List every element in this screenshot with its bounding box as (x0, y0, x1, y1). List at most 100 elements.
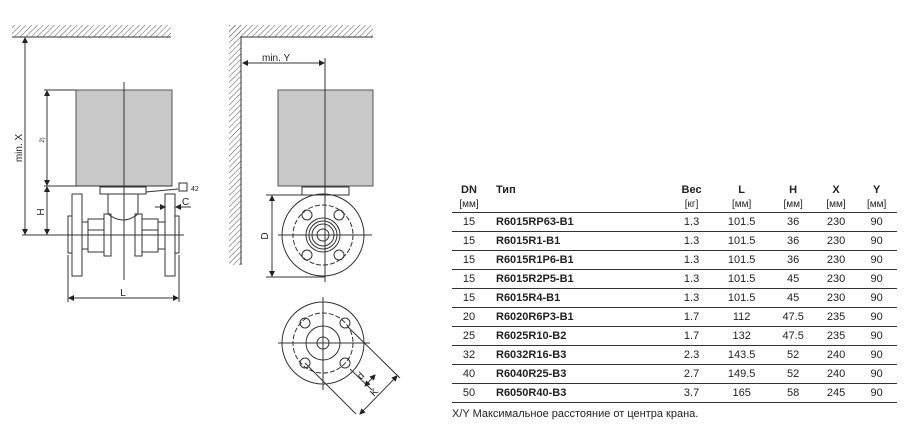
table-cell: R6015R2P5-B1 (486, 269, 671, 289)
table-cell: R6015R4-B1 (486, 288, 671, 308)
table-cell: 132 (712, 326, 771, 346)
table-cell: 240 (815, 364, 857, 384)
table-cell: 90 (856, 212, 897, 232)
column-header: Y (872, 183, 881, 196)
table-header-row: DN Тип Вес L H X Y (452, 183, 897, 197)
column-header: Тип (496, 183, 516, 196)
table-cell: 1.3 (670, 250, 713, 270)
table-cell: 50 (452, 383, 486, 403)
column-header: L (738, 183, 745, 196)
table-cell: 112 (712, 307, 771, 327)
table-cell: 15 (452, 231, 486, 251)
table-cell: 101.5 (712, 250, 771, 270)
table-cell: 90 (856, 269, 897, 289)
table-cell: 245 (815, 383, 857, 403)
d-hole-label: d (355, 370, 367, 382)
column-unit (486, 197, 671, 213)
valve-dimension-drawing: min. X 2) H L C 42 min. Y D d K (12, 25, 401, 415)
table-cell: 230 (815, 231, 857, 251)
l-label: L (120, 288, 126, 299)
table-cell: 52 (770, 364, 816, 384)
table-unit-row: [мм][кг][мм][мм][мм][мм] (452, 197, 897, 213)
table-cell: 90 (856, 250, 897, 270)
table-cell: 101.5 (712, 231, 771, 251)
column-unit: [мм] (856, 197, 897, 213)
table-cell: 36 (770, 250, 816, 270)
table-cell: 235 (815, 326, 857, 346)
ceiling-hatch (12, 25, 171, 37)
table-cell: 45 (770, 288, 816, 308)
table-cell: R6015R1-B1 (486, 231, 671, 251)
k-dimension (359, 375, 398, 415)
table-cell: 1.3 (670, 288, 713, 308)
h-label: H (36, 208, 47, 215)
table-cell: 36 (770, 231, 816, 251)
column-header: Вес (681, 183, 702, 196)
table-note: X/Y Максимальное расстояние от центра кр… (452, 408, 699, 420)
column-header: DN (461, 183, 477, 196)
d-hole-dimension (364, 374, 376, 387)
table-cell: 1.3 (670, 212, 713, 232)
table-cell: 1.7 (670, 326, 713, 346)
table-cell: 101.5 (712, 288, 771, 308)
k-label: K (368, 386, 381, 399)
footnote-label: 2) (40, 137, 46, 142)
table-cell: 235 (815, 307, 857, 327)
table-cell: R6020R6P3-B1 (486, 307, 671, 327)
table-cell: 230 (815, 212, 857, 232)
table-cell: 1.7 (670, 307, 713, 327)
min-y-label: min. Y (262, 53, 290, 64)
table-cell: 52 (770, 345, 816, 365)
table-cell: R6025R10-B2 (486, 326, 671, 346)
table-cell: 2.3 (670, 345, 713, 365)
column-unit: [кг] (670, 197, 713, 213)
table-cell: 40 (452, 364, 486, 384)
table-cell: 15 (452, 250, 486, 270)
column-unit: [мм] (815, 197, 857, 213)
wall-hatch (229, 25, 241, 265)
column-header: H (789, 183, 798, 196)
table-cell: 90 (856, 383, 897, 403)
table-cell: 149.5 (712, 364, 771, 384)
table-cell: 1.3 (670, 269, 713, 289)
table-cell: 90 (856, 345, 897, 365)
table-cell: 20 (452, 307, 486, 327)
table-cell: 165 (712, 383, 771, 403)
table-cell: R6015R1P6-B1 (486, 250, 671, 270)
table-cell: 230 (815, 250, 857, 270)
table-cell: 15 (452, 212, 486, 232)
table-cell: 101.5 (712, 212, 771, 232)
table-cell: 36 (770, 212, 816, 232)
table-cell: 230 (815, 288, 857, 308)
column-unit: [мм] (712, 197, 771, 213)
table-cell: 15 (452, 288, 486, 308)
table-cell: 240 (815, 345, 857, 365)
column-unit: [мм] (452, 197, 486, 213)
table-cell: 25 (452, 326, 486, 346)
table-cell: 47.5 (770, 326, 816, 346)
table-cell: 2.7 (670, 364, 713, 384)
min-x-label: min. X (14, 134, 25, 163)
table-cell: 47.5 (770, 307, 816, 327)
table-cell: R6040R25-B3 (486, 364, 671, 384)
d-outer-label: D (260, 232, 271, 239)
c-label: C (182, 197, 189, 208)
table-cell: R6050R40-B3 (486, 383, 671, 403)
table-cell: 90 (856, 326, 897, 346)
column-header: X (832, 183, 840, 196)
table-cell: 32 (452, 345, 486, 365)
column-unit: [мм] (770, 197, 816, 213)
table-cell: 143.5 (712, 345, 771, 365)
table-cell: 58 (770, 383, 816, 403)
table-cell: 90 (856, 364, 897, 384)
square-size-label: 42 (191, 186, 199, 193)
